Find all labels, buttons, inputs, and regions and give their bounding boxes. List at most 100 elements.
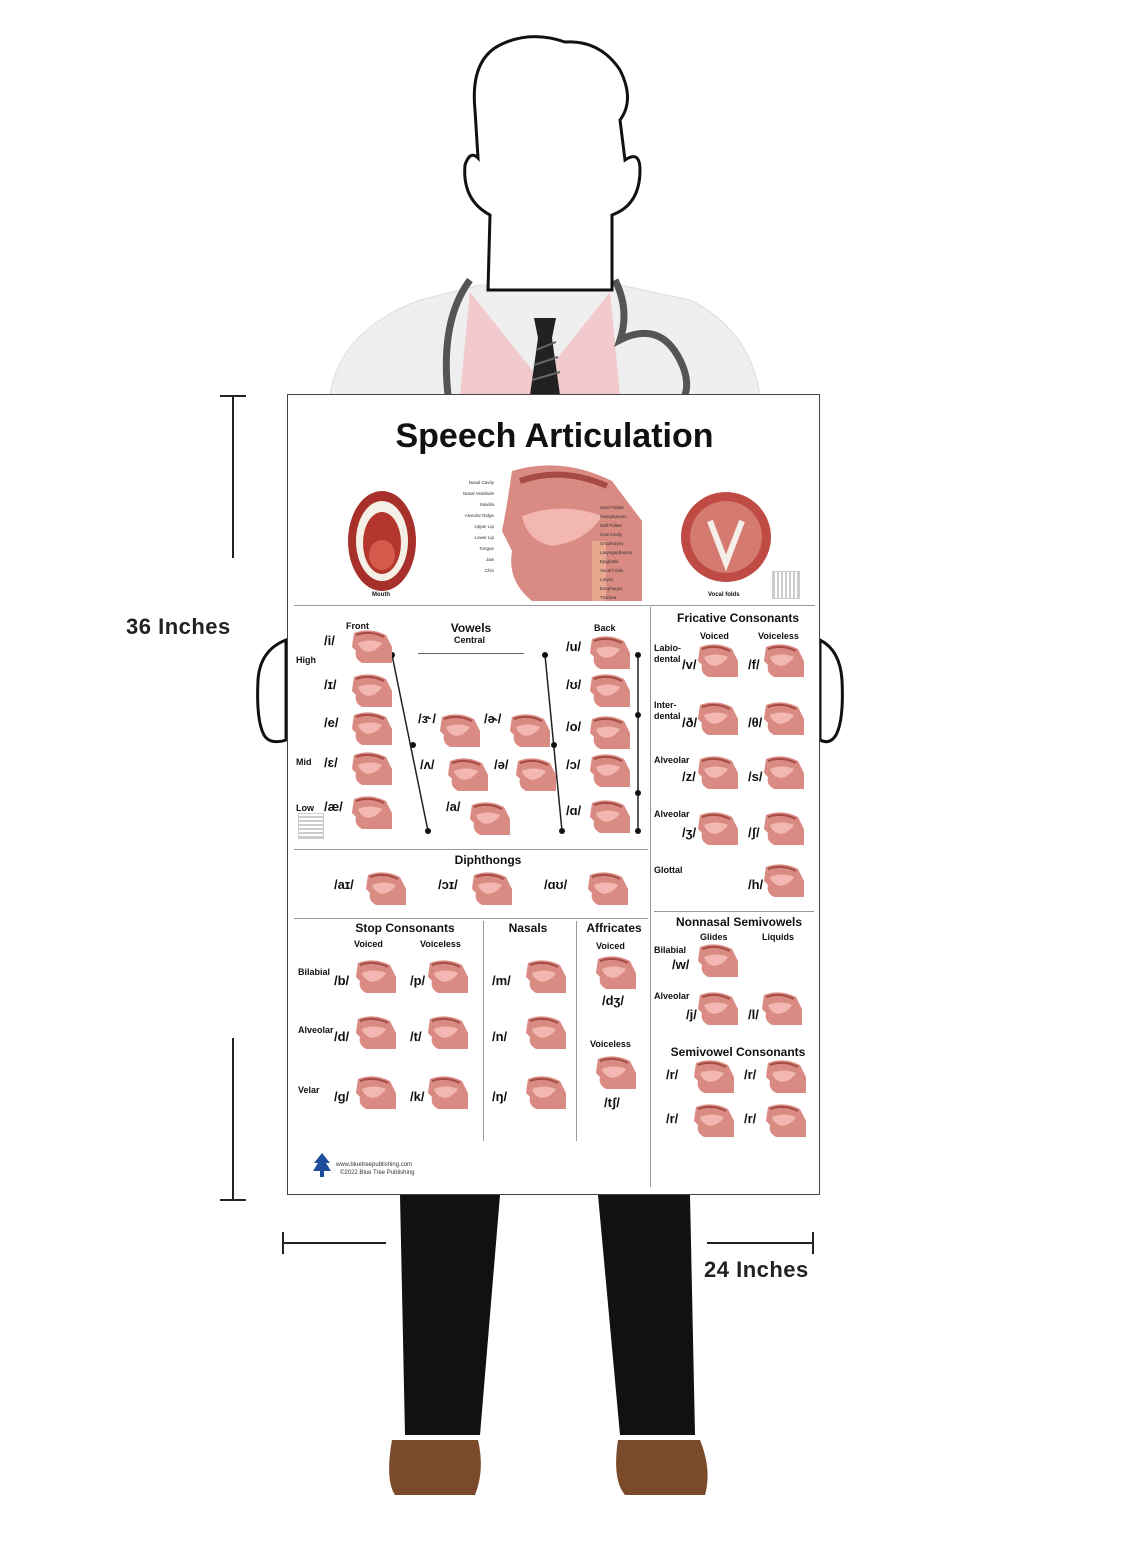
vowel-front-0-symbol: /i/ <box>324 633 335 648</box>
affricates-voiceless-label: Voiceless <box>590 1039 631 1049</box>
affricate-voiceless-symbol: /tʃ/ <box>604 1095 620 1110</box>
fricative-voiceless-3-head-illustration <box>762 811 806 845</box>
fricative-voiced-2-head-illustration <box>696 755 740 789</box>
vowel-central-1-head-illustration <box>508 713 552 747</box>
mouth-label: Mouth <box>372 592 390 598</box>
semivowels-glides-label: Glides <box>700 932 728 942</box>
semivowel-consonants-title: Semivowel Consonants <box>670 1045 806 1059</box>
fricative-voiceless-2-symbol: /s/ <box>748 769 763 784</box>
vowel-back-3-symbol: /ɔ/ <box>566 757 581 772</box>
fricatives-glottal-label: Glottal <box>654 865 683 875</box>
vocal-folds-illustration <box>681 492 771 582</box>
fricative-voiced-1-symbol: /ð/ <box>682 715 698 730</box>
affricates-voiced-label: Voiced <box>596 941 625 951</box>
nasal-1-symbol: /n/ <box>492 1029 508 1044</box>
diphthong-0-symbol: /aɪ/ <box>334 877 354 892</box>
vowel-central-0-symbol: /ɜ˞/ <box>418 711 437 726</box>
vocal-folds-label: Vocal folds <box>708 592 740 598</box>
stops-title: Stop Consonants <box>355 921 455 935</box>
vowels-central-label: Central <box>454 635 486 645</box>
nasals-title: Nasals <box>508 921 548 935</box>
semivowels-liquids-label: Liquids <box>762 932 794 942</box>
affricate-voiceless-head-illustration <box>594 1055 638 1089</box>
stop-voiced-0-head-illustration <box>354 959 398 993</box>
diphthong-1-head-illustration <box>470 871 514 905</box>
vowel-central-line <box>418 653 524 654</box>
fricative-voiceless-0-symbol: /f/ <box>748 657 760 672</box>
nasal-1-head-illustration <box>524 1015 568 1049</box>
footer-url: www.bluetreepublishing.com <box>336 1162 413 1168</box>
fricatives-voiceless-label: Voiceless <box>758 631 799 641</box>
stop-voiceless-0-head-illustration <box>426 959 470 993</box>
vowels-title: Vowels <box>450 621 492 635</box>
semivowel-consonant-0-head-illustration <box>692 1059 736 1093</box>
stops-alveolar-label: Alveolar <box>298 1025 334 1035</box>
stop-voiced-0-symbol: /b/ <box>334 973 350 988</box>
divider-top <box>294 605 815 606</box>
diphthong-1-symbol: /ɔɪ/ <box>438 877 458 892</box>
semivowel-consonant-1-symbol: /r/ <box>744 1067 757 1082</box>
semivowels-bilabial-label: Bilabial <box>654 945 687 955</box>
vowel-central-0-head-illustration <box>438 713 482 747</box>
semivowel-consonant-2-symbol: /r/ <box>666 1111 679 1126</box>
vowel-front-1-symbol: /ɪ/ <box>324 677 337 692</box>
stops-voiced-label: Voiced <box>354 939 383 949</box>
semivowel-liquid-l-symbol: /l/ <box>748 1007 759 1022</box>
vowels-front-label: Front <box>346 621 369 631</box>
fricatives-title: Fricative Consonants <box>676 611 800 625</box>
semivowel-liquid-l-head-illustration <box>760 991 804 1025</box>
vowel-front-4-head-illustration <box>350 795 394 829</box>
affricate-voiced-head-illustration <box>594 955 638 989</box>
stops-velar-label: Velar <box>298 1085 320 1095</box>
divider-nasals-affricates <box>576 921 577 1141</box>
nasal-2-head-illustration <box>524 1075 568 1109</box>
vowel-central-4-head-illustration <box>468 801 512 835</box>
vowel-back-2-head-illustration <box>588 715 632 749</box>
fricatives-interdental-label: Inter- dental <box>654 700 681 721</box>
affricates-title: Affricates <box>586 921 642 935</box>
vowel-front-3-symbol: /ɛ/ <box>324 755 338 770</box>
fricative-voiced-2-symbol: /z/ <box>682 769 696 784</box>
semivowel-consonant-0-symbol: /r/ <box>666 1067 679 1082</box>
semivowel-consonant-2-head-illustration <box>692 1103 736 1137</box>
vowel-back-1-symbol: /ʊ/ <box>566 677 582 692</box>
fricative-voiceless-0-head-illustration <box>762 643 806 677</box>
fricative-voiced-3-head-illustration <box>696 811 740 845</box>
vowel-back-1-head-illustration <box>588 673 632 707</box>
fricatives-alveolar-label-1: Alveolar <box>654 755 690 765</box>
stop-voiceless-2-head-illustration <box>426 1075 470 1109</box>
diphthong-2-symbol: /ɑʊ/ <box>544 877 568 892</box>
vowels-row-low: Low <box>296 803 314 813</box>
semivowel-glide-w-symbol: /w/ <box>672 957 690 972</box>
fricatives-alveolar-label-2: Alveolar <box>654 809 690 819</box>
fricative-voiceless-3-symbol: /ʃ/ <box>748 825 760 840</box>
qr-code-icon <box>772 571 800 599</box>
divider-stops-nasals <box>483 921 484 1141</box>
vowel-central-3-head-illustration <box>514 757 558 791</box>
vowel-back-4-head-illustration <box>588 799 632 833</box>
diphthongs-title: Diphthongs <box>454 853 522 867</box>
fricative-voiceless-4-symbol: /h/ <box>748 877 764 892</box>
vowel-back-0-symbol: /u/ <box>566 639 582 654</box>
stops-voiceless-label: Voiceless <box>420 939 461 949</box>
semivowels-title: Nonnasal Semivowels <box>675 915 803 929</box>
fricative-voiced-1-head-illustration <box>696 701 740 735</box>
stop-voiced-2-head-illustration <box>354 1075 398 1109</box>
vowel-front-1-head-illustration <box>350 673 394 707</box>
stop-voiced-1-head-illustration <box>354 1015 398 1049</box>
height-label: 36 Inches <box>126 614 231 639</box>
fricative-voiced-3-symbol: /ʒ/ <box>682 825 697 840</box>
stop-voiced-2-symbol: /g/ <box>334 1089 350 1104</box>
vowel-central-2-head-illustration <box>446 757 490 791</box>
vowel-back-4-symbol: /ɑ/ <box>566 803 582 818</box>
semivowel-glide-w-head-illustration <box>696 943 740 977</box>
semivowel-consonant-3-head-illustration <box>764 1103 808 1137</box>
semivowel-glide-j-symbol: /j/ <box>686 1007 697 1022</box>
fricative-voiceless-1-head-illustration <box>762 701 806 735</box>
vowels-row-mid: Mid <box>296 757 312 767</box>
stop-voiceless-1-head-illustration <box>426 1015 470 1049</box>
semivowel-consonant-1-head-illustration <box>764 1059 808 1093</box>
fricative-voiceless-1-symbol: /θ/ <box>748 715 763 730</box>
